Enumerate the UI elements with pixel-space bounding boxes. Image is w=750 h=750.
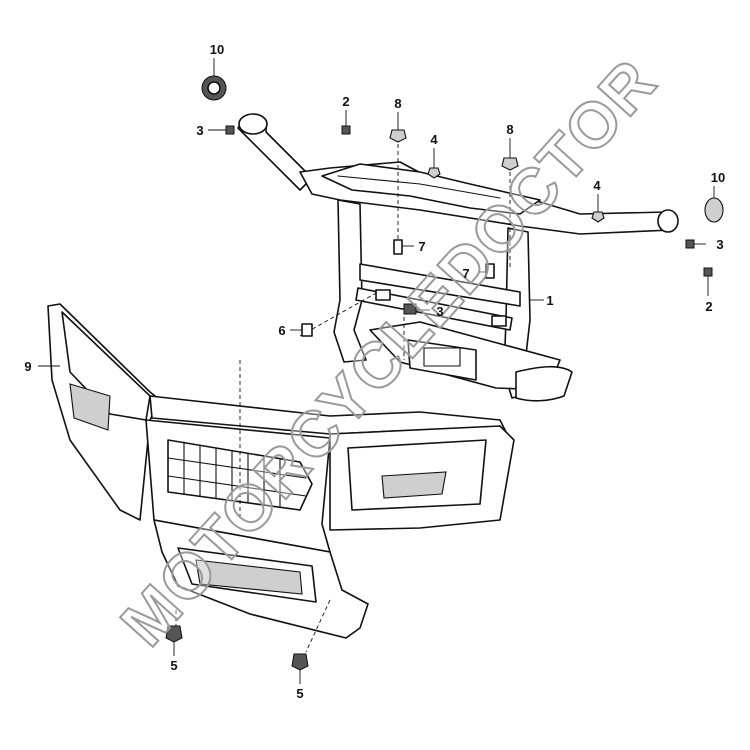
end-cap-left [201, 75, 227, 101]
callout-7-upper: 7 [418, 239, 425, 254]
washer-4a [427, 167, 441, 179]
watermark-text: MOTORCYCLEDOCTOR [107, 45, 670, 660]
callout-3-left: 3 [196, 123, 203, 138]
callout-5-left: 5 [170, 658, 177, 673]
callout-labels: 10 3 2 8 4 8 10 4 3 2 7 7 1 3 6 9 5 5 [24, 42, 725, 701]
assembly-lines [175, 130, 511, 653]
nut-8a [389, 129, 407, 143]
bolt-7a [393, 239, 403, 255]
bolt-5b [291, 653, 309, 671]
bolt-2b [703, 267, 713, 277]
leader-lines [38, 58, 715, 684]
bolt-2a [341, 125, 351, 135]
front-guard-frame [237, 113, 679, 402]
end-cap-right [704, 197, 724, 223]
callout-2-left: 2 [342, 94, 349, 109]
bolt-3a [225, 125, 235, 135]
bolt-7b [485, 263, 495, 279]
callout-3-right: 3 [716, 237, 723, 252]
callout-8-right: 8 [506, 122, 513, 137]
callout-3-center: 3 [436, 304, 443, 319]
callout-10-left: 10 [210, 42, 224, 57]
callout-6: 6 [278, 323, 285, 338]
callout-9: 9 [24, 359, 31, 374]
callout-2-right: 2 [705, 299, 712, 314]
clip-6 [301, 323, 313, 337]
callout-8-left: 8 [394, 96, 401, 111]
bolt-3b [685, 239, 695, 249]
washer-4b [591, 211, 605, 223]
callout-4-left: 4 [430, 132, 438, 147]
callout-4-right: 4 [593, 178, 601, 193]
callout-7-lower: 7 [462, 266, 469, 281]
bolt-3c [403, 303, 417, 315]
bolt-5a [165, 625, 183, 643]
nut-8b [501, 157, 519, 171]
callout-5-right: 5 [296, 686, 303, 701]
callout-1: 1 [546, 293, 553, 308]
callout-10-right: 10 [711, 170, 725, 185]
